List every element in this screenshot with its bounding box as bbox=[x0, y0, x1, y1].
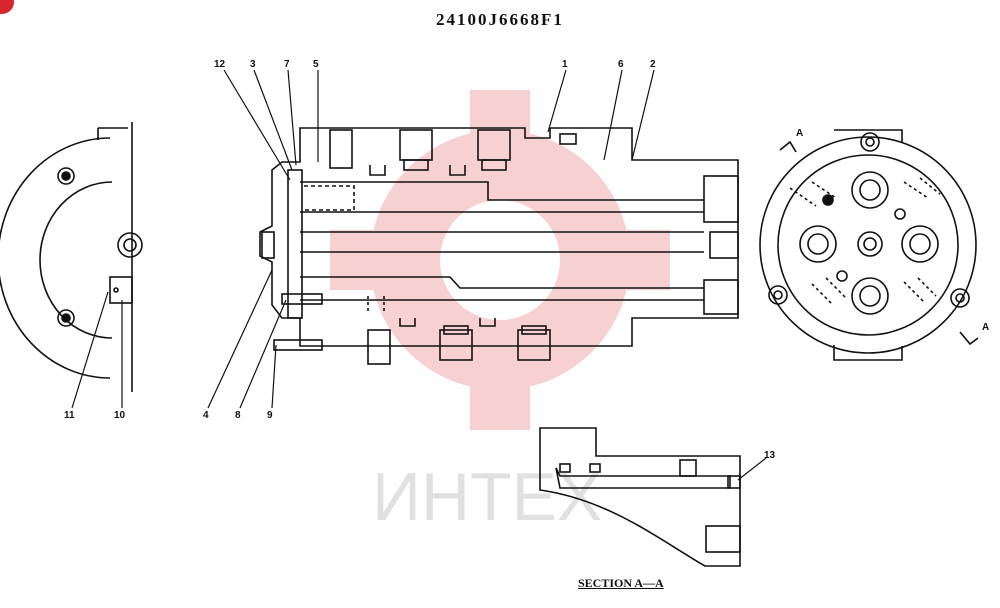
callout-9: 9 bbox=[267, 410, 273, 421]
callout-3: 3 bbox=[250, 59, 256, 70]
callout-5: 5 bbox=[313, 59, 319, 70]
callout-12: 12 bbox=[214, 59, 226, 70]
left-end-view bbox=[0, 122, 143, 392]
section-mark-a-bottom: A bbox=[982, 322, 989, 333]
section-a-a-view bbox=[539, 427, 741, 567]
leader-lines bbox=[71, 69, 767, 481]
watermark-logo bbox=[330, 90, 670, 430]
callout-7: 7 bbox=[284, 59, 290, 70]
callout-11: 11 bbox=[64, 410, 75, 421]
callout-4: 4 bbox=[203, 410, 209, 421]
callout-13: 13 bbox=[764, 450, 776, 461]
callout-8: 8 bbox=[235, 410, 241, 421]
callout-labels: 12 3 7 5 1 6 2 11 10 4 8 9 13 A A bbox=[64, 59, 989, 461]
section-a-a-label: SECTION A—A bbox=[578, 576, 664, 590]
drawing-title: 24100J6668F1 bbox=[436, 10, 564, 29]
watermark-text: ИНТЕХ bbox=[372, 459, 602, 535]
right-end-view bbox=[759, 129, 979, 361]
callout-10: 10 bbox=[114, 410, 126, 421]
section-mark-a-top: A bbox=[796, 128, 803, 139]
callout-2: 2 bbox=[650, 59, 656, 70]
main-body-section bbox=[259, 127, 739, 365]
callout-6: 6 bbox=[618, 59, 624, 70]
callout-1: 1 bbox=[562, 59, 568, 70]
